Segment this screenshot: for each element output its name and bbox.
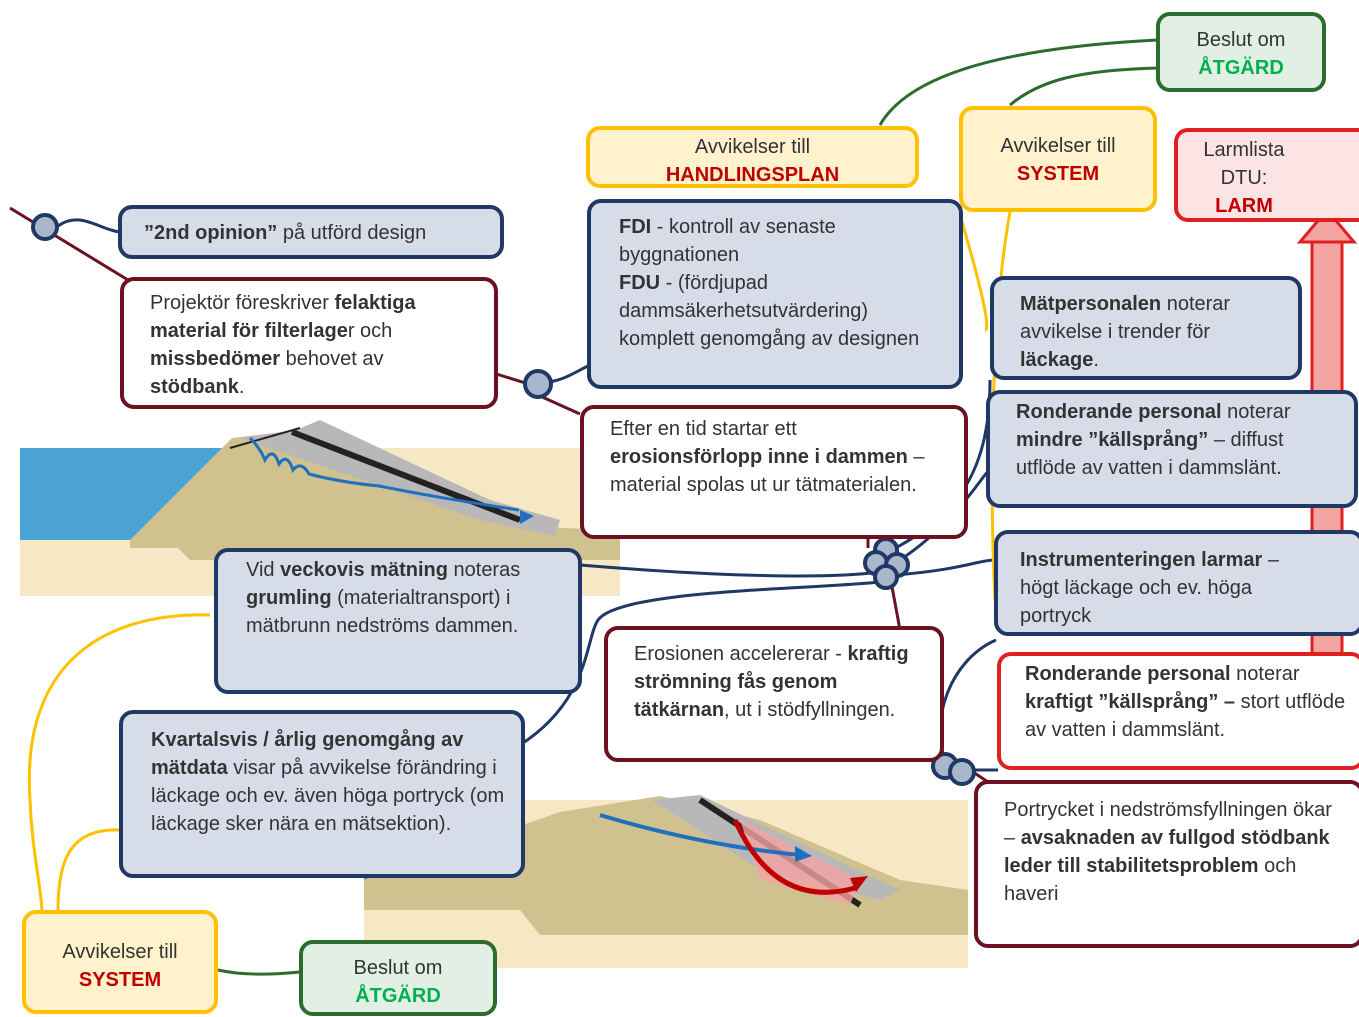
- efter-en-tid-box: Efter en tid startar ett erosionsförlopp…: [580, 405, 968, 539]
- matpersonal-text: noterar avvikelse i trender för: [1020, 293, 1231, 343]
- erosionen-box: Erosionen accelererar - kraftig strömnin…: [604, 626, 944, 762]
- system-label: SYSTEM: [1016, 163, 1100, 185]
- kvartal-text: visar på avvikelse förändring i läckage …: [151, 757, 505, 835]
- decision-label: Beslut om: [1196, 29, 1286, 51]
- projektor-box: Projektör föreskriver felaktiga material…: [120, 277, 498, 409]
- veckovis-text: noteras: [447, 559, 521, 581]
- bottom-action-decision-box: Beslut om ÅTGÄRD: [299, 940, 497, 1016]
- portryck-text: Portrycket i nedströmsfyllningen ökar –: [1004, 799, 1332, 849]
- fdi-bold: FDI: [619, 216, 652, 238]
- connector-circle-icon: [948, 758, 976, 786]
- ronderande-major-box: Ronderande personal noterar kraftigt ”kä…: [997, 652, 1359, 770]
- dam-cross-section-image: [20, 420, 620, 596]
- veckovis-bold: veckovis mätning: [280, 559, 448, 581]
- system-label: SYSTEM: [78, 969, 162, 991]
- matpersonal-text: .: [1093, 349, 1099, 371]
- erosionen-text: Erosionen accelererar -: [634, 643, 848, 665]
- ronderande-text: noterar: [1221, 401, 1291, 423]
- kvartal-bold: Kvartalsvis / årlig genomgång av mätdata: [151, 729, 464, 779]
- kvartalsvis-box: Kvartalsvis / årlig genomgång av mätdata…: [119, 710, 525, 878]
- connector-circle-icon: [31, 213, 59, 241]
- veckovis-text: Vid: [246, 559, 281, 581]
- efter-text: Efter en tid startar ett: [610, 418, 797, 440]
- larm-label: LARM: [1215, 195, 1273, 217]
- connector-circle-icon: [523, 369, 553, 399]
- matpersonal-bold: Mätpersonalen: [1020, 293, 1162, 315]
- ronderande-bold: Ronderande personal: [1016, 401, 1222, 423]
- erosionen-bold: kraftig strömning fås genom tätkärnan: [634, 643, 909, 721]
- dtu-label: DTU:: [1220, 167, 1268, 189]
- ronderande-text: stort utflöde av vatten i dammslänt.: [1025, 691, 1346, 741]
- projektor-text: behovet av: [280, 348, 384, 370]
- handlingsplan-box: Avvikelser till HANDLINGSPLAN: [586, 126, 919, 188]
- fdi-fdu-box: FDI - kontroll av senaste byggnationen F…: [587, 199, 963, 389]
- fdu-bold: FDU: [619, 272, 661, 294]
- projektor-text: r och: [347, 320, 393, 342]
- matpersonal-box: Mätpersonalen noterar avvikelse i trende…: [990, 276, 1302, 380]
- ronderande-bold: kraftigt ”källsprång” –: [1025, 691, 1236, 713]
- projektor-text: Projektör föreskriver: [150, 292, 335, 314]
- second-opinion-bold: ”2nd opinion”: [144, 222, 278, 244]
- projektor-bold: stödbank: [150, 376, 239, 398]
- deviation-label: Avvikelser till: [62, 941, 178, 963]
- ronderande-bold: Ronderande personal: [1025, 663, 1231, 685]
- decision-label: Beslut om: [353, 957, 443, 979]
- action-label: ÅTGÄRD: [1198, 57, 1284, 79]
- action-label: ÅTGÄRD: [355, 985, 441, 1007]
- projektor-bold: missbedömer: [150, 348, 281, 370]
- efter-text: – material spolas ut ur tätmaterialen.: [610, 446, 925, 496]
- deviation-label: Avvikelser till: [694, 136, 811, 158]
- larmlista-box: Larmlista DTU: LARM: [1174, 128, 1359, 222]
- deviation-label: Avvikelser till: [1000, 135, 1116, 157]
- matpersonal-bold: läckage: [1020, 349, 1094, 371]
- instrumentering-box: Instrumenteringen larmar – högt läckage …: [994, 530, 1359, 636]
- second-opinion-text: på utförd design: [277, 222, 427, 244]
- system-top-box: Avvikelser till SYSTEM: [959, 106, 1157, 212]
- handlingsplan-label: HANDLINGSPLAN: [665, 164, 840, 186]
- projektor-bold: felaktiga material för filterlage: [150, 292, 416, 342]
- erosionen-text: , ut i stödfyllningen.: [724, 699, 896, 721]
- projektor-text: .: [238, 376, 245, 398]
- top-action-decision-box: Beslut om ÅTGÄRD: [1156, 12, 1326, 92]
- connector-circle-icon: [873, 564, 899, 590]
- veckovis-box: Vid veckovis mätning noteras grumling (m…: [214, 548, 582, 694]
- veckovis-bold: grumling: [246, 587, 332, 609]
- second-opinion-box: ”2nd opinion” på utförd design: [118, 205, 504, 259]
- ronderande-bold: mindre ”källsprång”: [1016, 429, 1209, 451]
- portryck-text: och haveri: [1004, 855, 1297, 905]
- portryck-bold: avsaknaden av fullgod stödbank leder til…: [1004, 827, 1330, 877]
- ronderande-minor-box: Ronderande personal noterar mindre ”käll…: [986, 390, 1358, 508]
- system-bottom-box: Avvikelser till SYSTEM: [22, 910, 218, 1014]
- efter-bold: erosionsförlopp inne i dammen: [610, 446, 908, 468]
- fdi-text: - kontroll av senaste byggnationen: [619, 216, 836, 266]
- instrument-text: – högt läckage och ev. höga portryck: [1020, 549, 1279, 627]
- veckovis-text: (materialtransport) i mätbrunn nedströms…: [246, 587, 519, 637]
- portryck-box: Portrycket i nedströmsfyllningen ökar – …: [974, 780, 1359, 948]
- ronderande-text: – diffust utflöde av vatten i dammslänt.: [1016, 429, 1284, 479]
- fdu-text: - (fördjupad dammsäkerhetsutvärdering) k…: [619, 272, 920, 350]
- ronderande-text: noterar: [1230, 663, 1300, 685]
- larmlista-label: Larmlista: [1203, 139, 1285, 161]
- instrument-bold: Instrumenteringen larmar: [1020, 549, 1263, 571]
